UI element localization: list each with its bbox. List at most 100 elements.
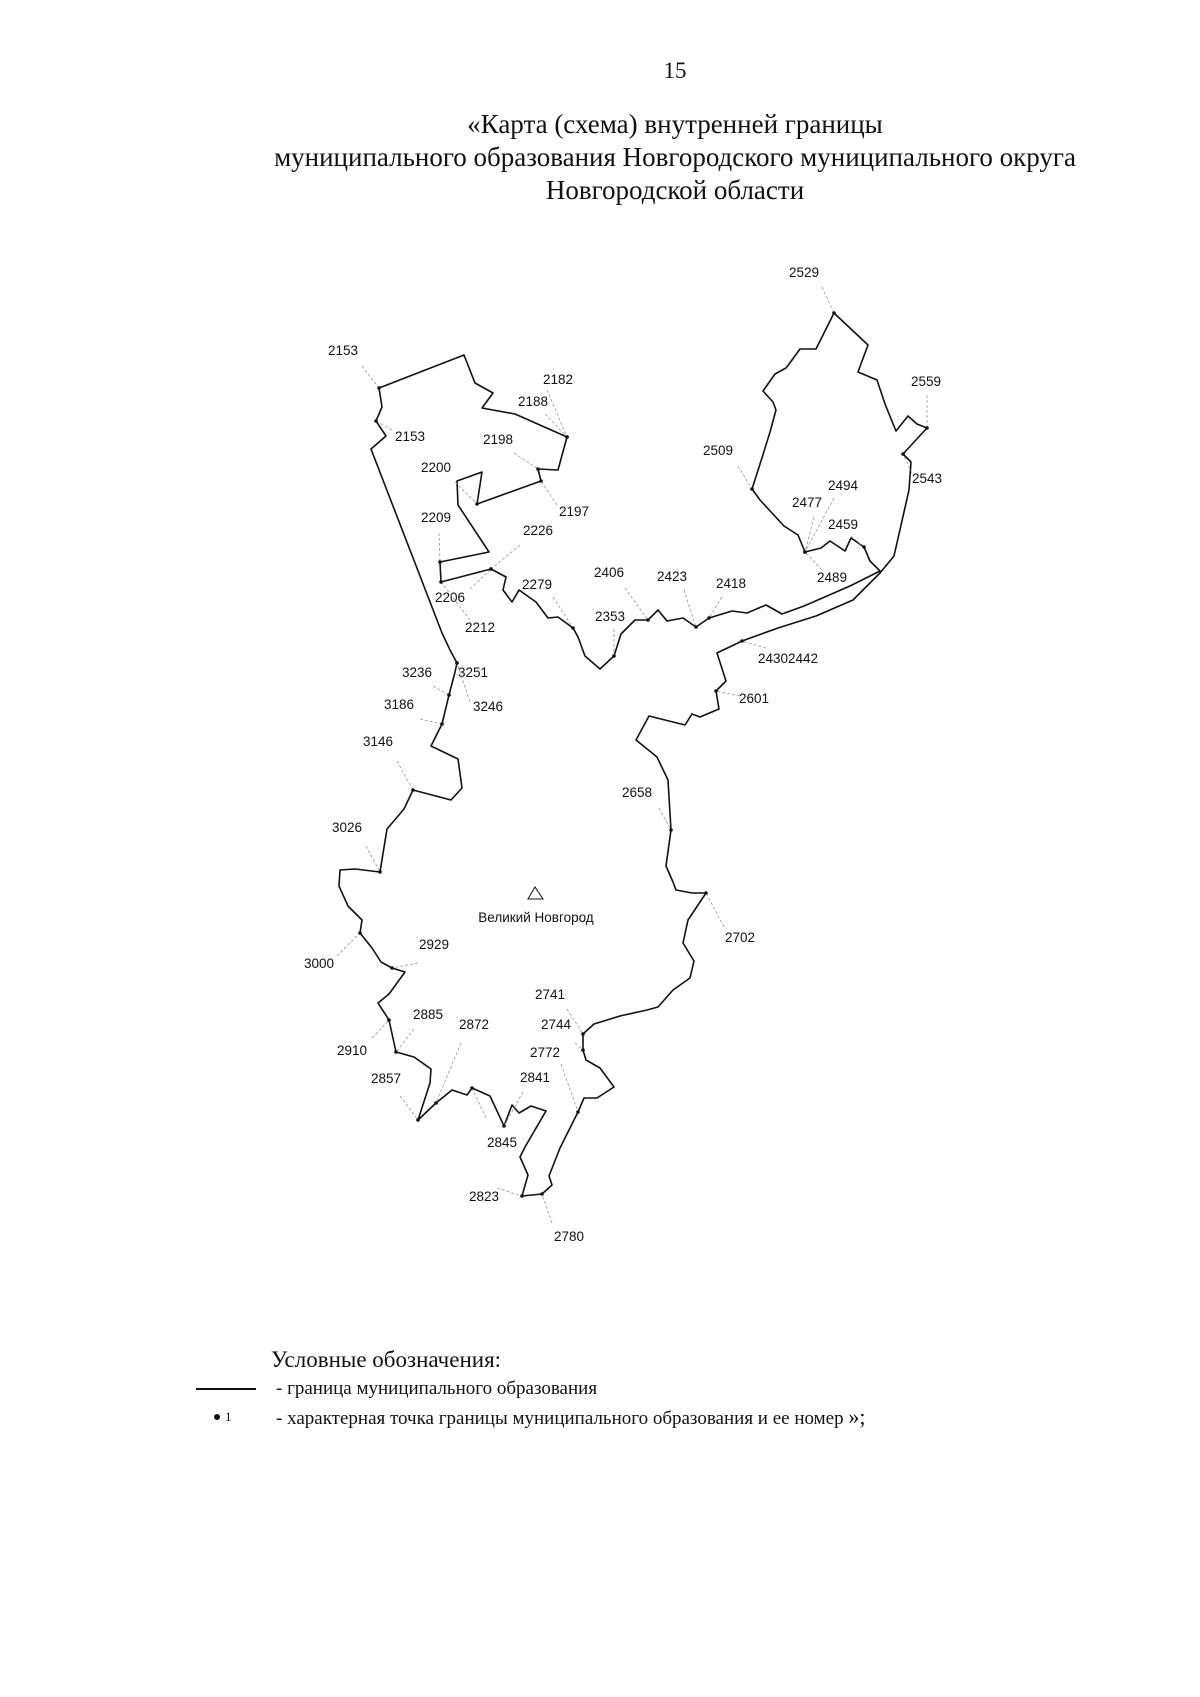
boundary-point-dot [416,1118,420,1122]
point-label: 2226 [523,523,553,538]
boundary-point-dot [565,435,569,439]
boundary-point-dot [434,1101,438,1105]
point-label: 2744 [541,1017,572,1032]
point-label: 3146 [363,734,393,749]
point-label: 3026 [332,820,362,835]
point-label: 2509 [703,443,733,458]
leader-line [432,685,450,696]
leader-line [804,516,815,553]
point-label: 2418 [716,576,746,591]
boundary-point-dot [440,722,444,726]
boundary-point-dot [576,1110,580,1114]
leader-line [371,1019,390,1039]
leader-line [850,535,865,548]
boundary-point-dot [378,870,382,874]
leader-line [454,481,478,505]
point-label: 2209 [421,510,451,525]
leader-line [395,1028,415,1053]
leader-line [804,497,835,553]
quote-close: »; [848,1404,866,1429]
leader-line [552,596,574,629]
leader-line [391,962,419,969]
boundary-point-dot [612,654,616,658]
point-label: 3186 [384,697,414,712]
point-label: 2559 [911,374,941,389]
point-label: 2872 [459,1017,489,1032]
point-label: 2153 [328,343,358,358]
point-label: 2885 [413,1007,443,1022]
boundary-point-dot [750,487,754,491]
boundary-point-dot [704,891,708,895]
point-label: 2929 [419,937,449,952]
boundary-point-dot [740,639,744,643]
leader-line [741,640,767,649]
boundary-point-dot [694,625,698,629]
leader-line [396,760,414,791]
boundary-point-dot [646,618,650,622]
boundary-point-dot [358,931,362,935]
boundary-point-dot [439,580,443,584]
boundary-point-dot [707,616,711,620]
point-label: 2658 [622,785,652,800]
point-label: 2702 [725,930,755,945]
legend-boundary-text: - граница муниципального образования [276,1378,598,1399]
point-label: 3251 [458,665,488,680]
boundary-point-dot [447,693,451,697]
leader-line [399,1095,419,1121]
boundary-point-dot [862,545,866,549]
leader-line [821,286,835,314]
point-symbol: 1 [196,1409,256,1425]
point-label: 2601 [739,691,769,706]
leader-line [902,453,913,474]
point-label: 2198 [483,432,513,447]
leader-line [624,587,649,621]
leader-line [456,662,471,703]
point-label: 2423 [657,569,687,584]
municipal-boundary [338,312,928,1197]
leader-line [513,452,539,470]
leader-line [540,480,558,506]
leader-line [336,932,361,957]
leader-line [440,581,471,621]
point-symbol-label: 1 [225,1409,232,1424]
point-label: 2188 [518,394,548,409]
boundary-point-dot [438,560,442,564]
boundary-point-dot [387,1018,391,1022]
point-label: 2279 [522,577,552,592]
legend-boundary-row: - граница муниципального образования [196,1378,597,1400]
point-label: 2206 [435,590,465,605]
point-label: 2741 [535,987,565,1002]
leader-line [737,465,753,490]
boundary-point-dot [571,626,575,630]
boundary-point-dot [502,1124,506,1128]
boundary-point-dot [374,419,378,423]
boundary-point-dot [475,502,479,506]
leader-line [375,420,393,431]
point-label: 2153 [395,429,425,444]
boundary-point-dot [901,452,905,456]
boundary-point-dot [832,311,836,315]
leader-line [438,532,441,563]
point-label: 2406 [594,565,624,580]
point-label: 24302442 [758,651,818,666]
boundary-point-dot [714,689,718,693]
point-label: 2197 [559,504,589,519]
legend-point-row: 1 - характерная точка границы муниципаль… [196,1404,865,1430]
leader-line [715,690,741,697]
point-label: 2494 [828,478,859,493]
point-label: 3246 [473,699,503,714]
leader-line [574,1042,584,1051]
boundary-point-dot [390,966,394,970]
leader-line [419,718,443,725]
leader-line [658,807,672,831]
leader-line [471,1087,487,1119]
boundary-point-dot [803,550,807,554]
legend-point-description: - характерная точка границы муниципально… [276,1408,844,1429]
point-label: 2529 [789,265,819,280]
point-label: 2489 [817,570,847,585]
boundary-point-dot [540,1192,544,1196]
leader-line [361,365,380,389]
point-label: 2780 [554,1229,584,1244]
boundary-point-dot [489,567,493,571]
